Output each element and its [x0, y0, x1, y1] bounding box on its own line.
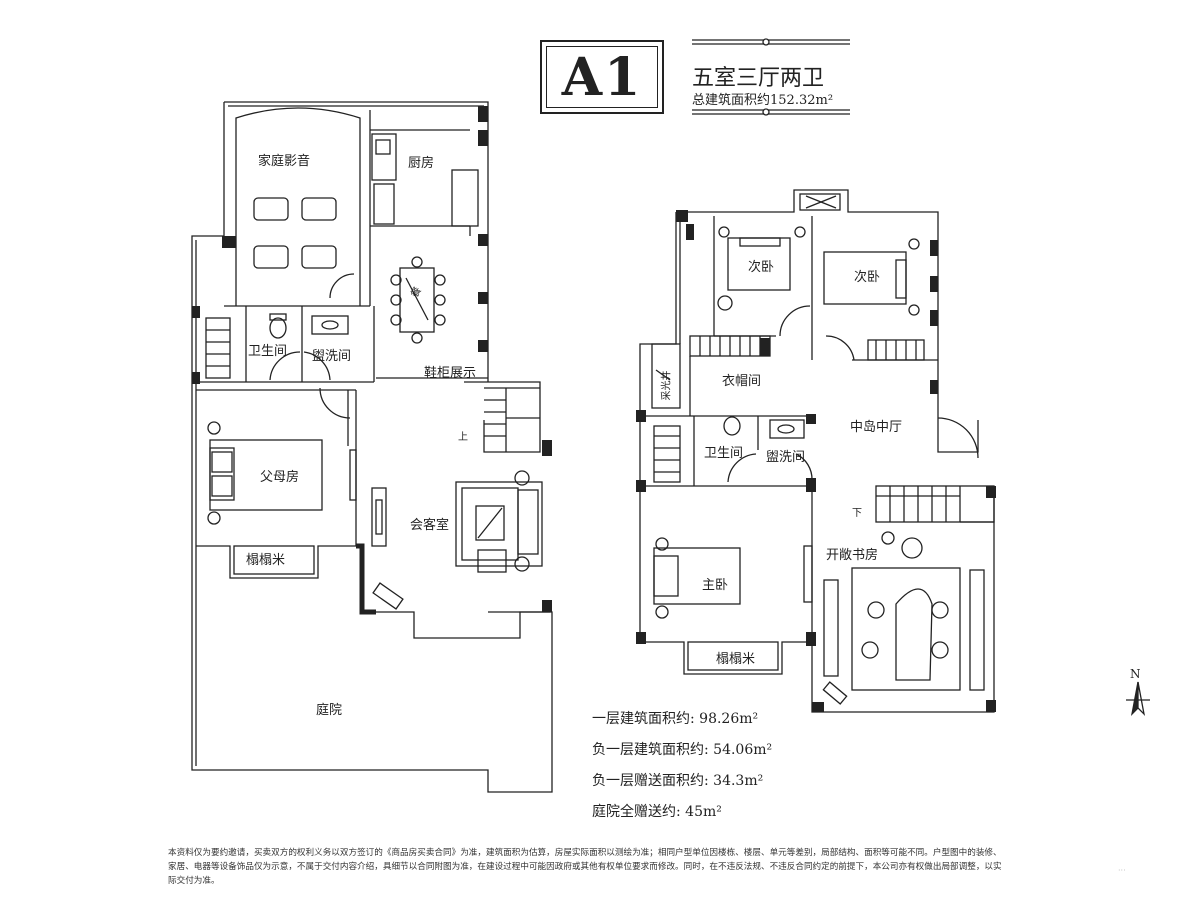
room-label-tatami-1: 榻榻米	[246, 553, 286, 568]
room-label-living-room: 会客室	[410, 518, 450, 533]
room-label-second-bedroom-2: 次卧	[854, 270, 881, 285]
room-label-shoe-cabinet: 鞋柜展示	[424, 366, 477, 381]
stairs-up-label: 上	[458, 432, 468, 443]
area-courtyard-gift: 庭院全赠送约: 45m²	[592, 804, 722, 820]
total-area: 总建筑面积约152.32m²	[692, 93, 834, 108]
model-title-inner: A1	[546, 46, 658, 108]
room-label-tatami-2: 榻榻米	[716, 652, 756, 667]
room-label-island-hall: 中岛中厅	[850, 420, 903, 435]
compass-north-label: N	[1130, 667, 1141, 681]
room-label-washroom-2: 盥洗间	[766, 450, 806, 465]
model-name: A1	[561, 46, 643, 108]
layout-name: 五室三厅两卫	[692, 66, 825, 91]
area-basement-gift: 负一层赠送面积约: 34.3m²	[592, 773, 764, 789]
room-label-second-bedroom-1: 次卧	[748, 260, 775, 275]
first-floor-plan	[191, 101, 553, 793]
room-label-bathroom-1: 卫生间	[248, 344, 288, 359]
room-label-cloakroom: 衣帽间	[722, 374, 762, 389]
disclaimer-text: 本资料仅为要约邀请，买卖双方的权利义务以双方签订的《商品房买卖合同》为准，建筑面…	[168, 848, 1002, 886]
room-label-bathroom-2: 卫生间	[704, 446, 744, 461]
area-basement: 负一层建筑面积约: 54.06m²	[592, 742, 773, 758]
room-label-courtyard: 庭院	[316, 703, 343, 718]
room-label-open-study: 开敞书房	[826, 548, 879, 563]
watermark: ···	[1118, 866, 1126, 875]
area-first-floor: 一层建筑面积约: 98.26m²	[592, 711, 759, 727]
stairs-down-label: 下	[852, 508, 862, 519]
room-label-kitchen: 厨房	[408, 156, 435, 171]
room-label-light-well: 采光井	[661, 370, 673, 401]
room-label-washroom-1: 盥洗间	[312, 349, 352, 364]
basement-plan	[636, 189, 996, 713]
model-title-box: A1	[540, 40, 664, 114]
room-label-home-theater: 家庭影音	[258, 154, 311, 169]
room-label-parents: 父母房	[260, 470, 300, 485]
title-decoration	[692, 38, 850, 116]
room-label-master-bedroom: 主卧	[702, 578, 729, 593]
compass-arrow-icon	[1126, 681, 1150, 716]
